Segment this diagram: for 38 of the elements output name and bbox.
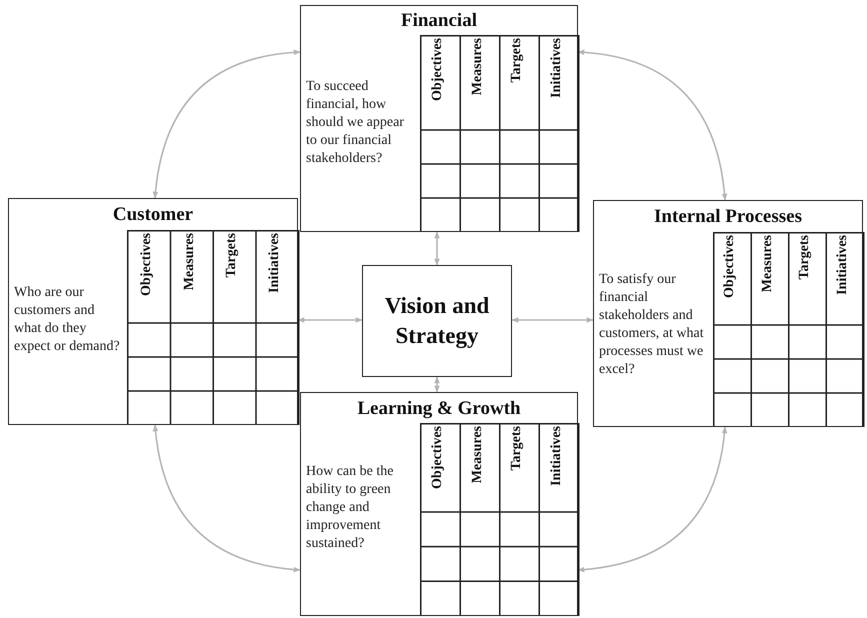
perspective-card	[300, 392, 578, 616]
perspective-card	[593, 200, 863, 427]
column-header: Measures	[470, 426, 486, 484]
column-header: Targets	[509, 426, 526, 471]
double-arrow	[577, 426, 728, 572]
column-header: Targets	[224, 233, 240, 278]
guiding-question: To satisfy our financial stakeholders and customers, at what processes must we excel?	[599, 271, 705, 379]
column-header: Initiatives	[834, 235, 851, 295]
column-header: Measures	[760, 235, 776, 292]
center-title: Vision and Strategy	[384, 292, 490, 350]
double-arrow	[434, 376, 440, 393]
column-header: Objectives	[138, 233, 155, 296]
guiding-question: How can be the ability to green change and improvement sustained?	[306, 463, 394, 553]
perspective-heading: Financial	[400, 10, 477, 32]
column-header: Objectives	[430, 426, 446, 489]
double-arrow	[577, 50, 728, 201]
center-box	[362, 265, 512, 377]
column-header: Objectives	[430, 38, 446, 101]
double-arrow	[434, 231, 440, 266]
column-header: Initiatives	[267, 233, 284, 293]
double-arrow	[511, 317, 594, 323]
perspective-heading: Internal Processes	[654, 206, 802, 228]
column-header: Measures	[470, 38, 486, 96]
column-header: Objectives	[722, 235, 738, 298]
double-arrow	[152, 424, 301, 572]
column-header: Initiatives	[548, 38, 565, 98]
column-header: Targets	[797, 235, 814, 280]
column-header: Initiatives	[548, 426, 565, 486]
column-header: Targets	[509, 38, 526, 83]
perspective-card	[300, 5, 578, 232]
double-arrow	[152, 50, 301, 199]
double-arrow	[297, 317, 363, 323]
guiding-question: To succeed financial, how should we appear to our financial stakeholders?	[306, 78, 405, 168]
perspective-heading: Customer	[112, 204, 194, 226]
column-header: Measures	[182, 233, 198, 290]
perspective-card	[8, 198, 298, 425]
guiding-question: Who are our customers and what do they expect or demand?	[14, 284, 121, 356]
perspective-heading: Learning & Growth	[357, 398, 521, 420]
